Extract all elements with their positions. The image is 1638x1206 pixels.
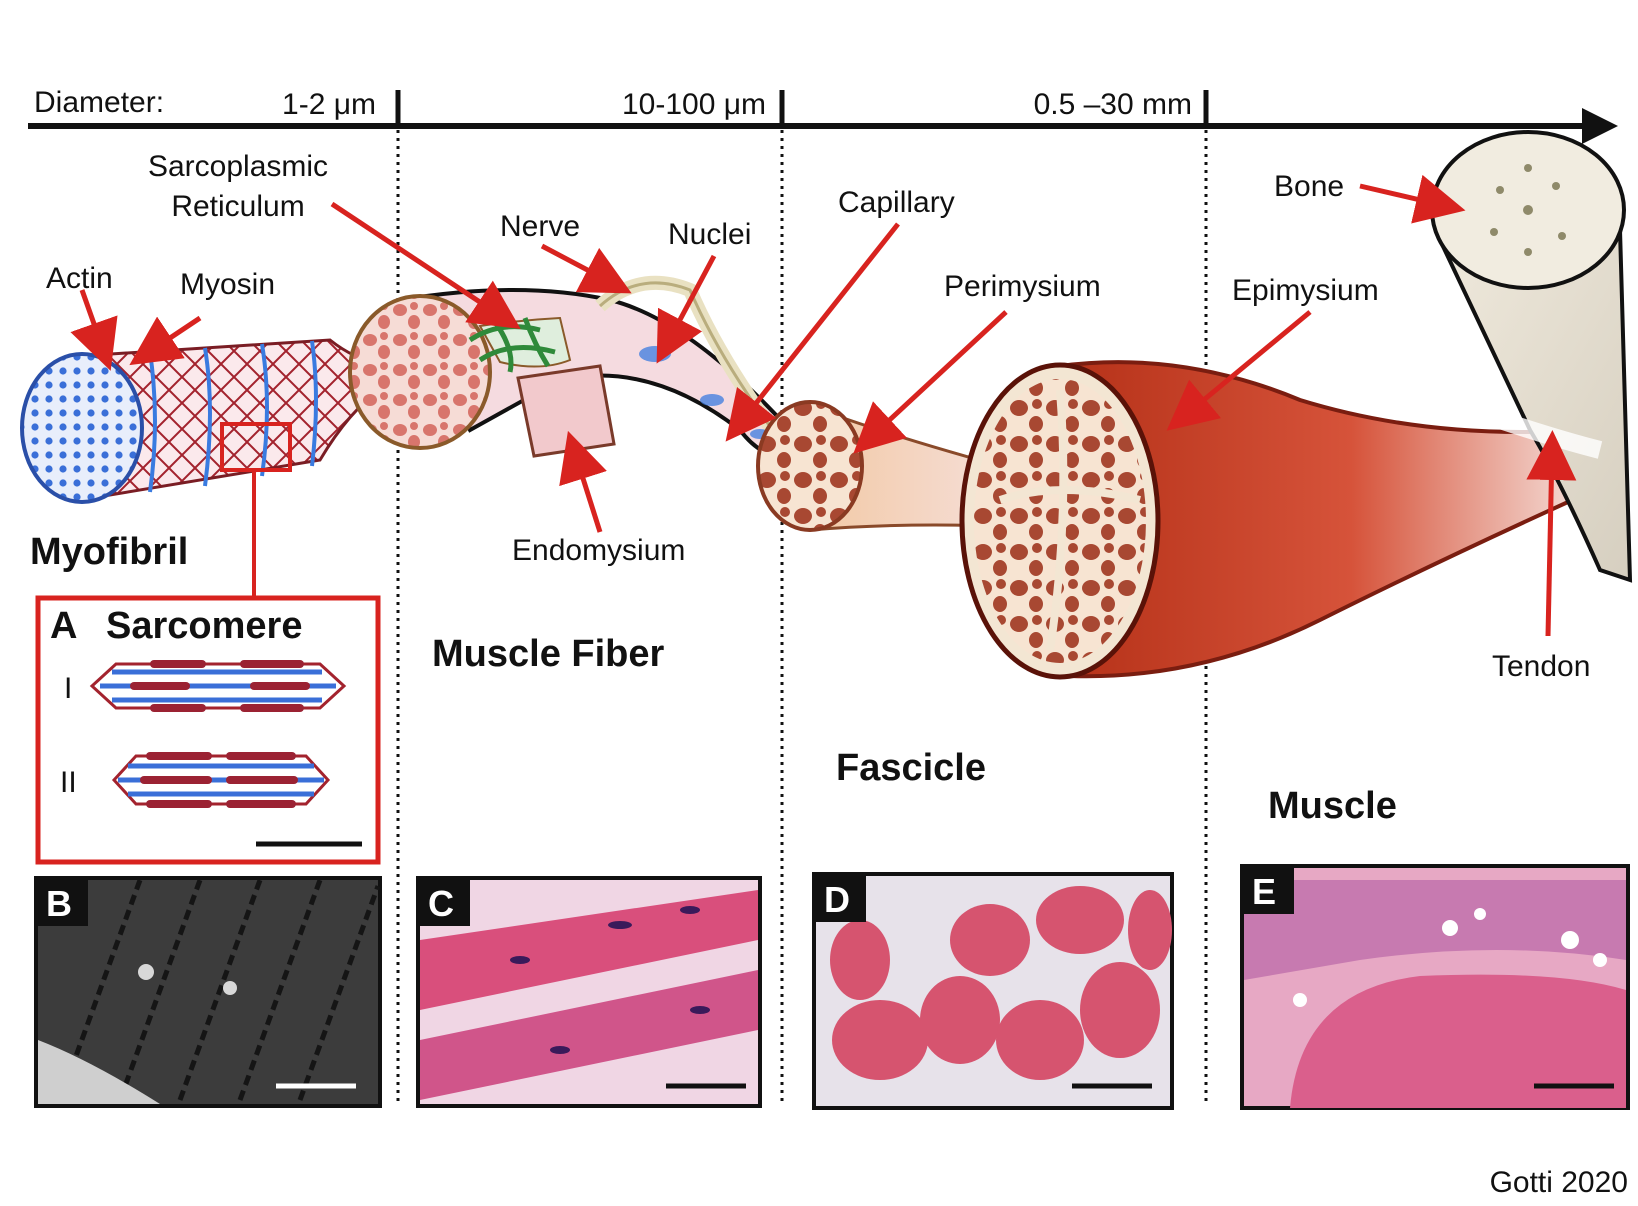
section-myofibril: Myofibril — [30, 531, 188, 573]
panel-b-em-micrograph: B — [34, 876, 382, 1108]
sarcomere-state-1 — [89, 660, 347, 712]
panel-d-letter: D — [824, 879, 850, 920]
panel-e-muscle-histology: E — [1240, 864, 1630, 1110]
diameter-axis: Diameter: 1-2 μm 10-100 μm 0.5 –30 mm — [28, 86, 1618, 144]
label-epimysium: Epimysium — [1232, 274, 1379, 307]
label-nuclei: Nuclei — [668, 218, 751, 251]
muscle-fiber-illustration — [348, 275, 814, 459]
axis-tick-3: 0.5 –30 mm — [1034, 88, 1192, 121]
label-sarcoplasmic: Sarcoplasmic — [148, 150, 328, 183]
annotation-arrows — [70, 174, 1577, 637]
column-separators — [396, 130, 1208, 1105]
label-myosin: Myosin — [180, 268, 275, 301]
axis-tick-2: 10-100 μm — [622, 88, 766, 121]
inset-row-2: II — [60, 766, 77, 799]
axis-label: Diameter: — [34, 86, 164, 119]
structure-labels: Sarcoplasmic Reticulum Actin Myosin Nerv… — [46, 150, 1590, 683]
panel-c-letter: C — [428, 883, 454, 924]
panel-c-fiber-histology: C — [416, 876, 762, 1108]
label-reticulum: Reticulum — [171, 190, 304, 223]
section-fascicle: Fascicle — [836, 747, 986, 789]
label-nerve: Nerve — [500, 210, 580, 243]
label-capillary: Capillary — [838, 186, 955, 219]
inset-row-1: I — [64, 672, 72, 705]
section-muscle-fiber: Muscle Fiber — [432, 633, 664, 675]
sarcomere-state-2 — [111, 752, 331, 808]
label-tendon: Tendon — [1492, 650, 1590, 683]
label-actin: Actin — [46, 262, 113, 295]
inset-title: Sarcomere — [106, 605, 302, 647]
inset-letter: A — [50, 605, 77, 647]
axis-tick-1: 1-2 μm — [282, 88, 376, 121]
label-bone: Bone — [1274, 170, 1344, 203]
section-muscle: Muscle — [1268, 785, 1397, 827]
sarcomere-inset: A Sarcomere I II — [35, 595, 381, 865]
muscle-illustration — [959, 360, 1593, 680]
panel-b-letter: B — [46, 883, 72, 924]
panel-d-fascicle-histology: D — [812, 872, 1174, 1110]
panel-e-letter: E — [1252, 871, 1276, 912]
section-titles: Myofibril Muscle Fiber Fascicle Muscle — [30, 531, 1397, 827]
credit: Gotti 2020 — [1490, 1166, 1628, 1199]
label-endomysium: Endomysium — [512, 534, 685, 567]
label-perimysium: Perimysium — [944, 270, 1101, 303]
